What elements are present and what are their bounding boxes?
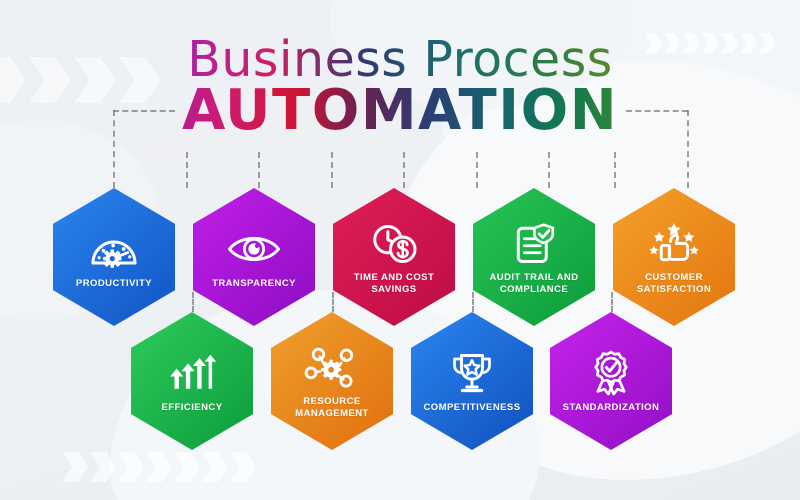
ascending-arrows-icon: [170, 354, 217, 389]
hexagon-resource-management[interactable]: RESOURCE MANAGEMENT: [271, 312, 393, 450]
hexagon-label: STANDARDIZATION: [562, 402, 660, 414]
hexagon-audit-trail-and-compliance[interactable]: AUDIT TRAIL AND COMPLIANCE: [473, 188, 595, 326]
chevron-icon: [62, 452, 88, 482]
chevron-decoration-left-bottom: [62, 452, 258, 482]
hexagon-label: TIME AND COST SAVINGS: [353, 272, 435, 295]
speedometer-gear-icon: [91, 240, 137, 269]
hexagon-productivity[interactable]: PRODUCTIVITY: [53, 188, 175, 326]
chevron-icon: [146, 452, 172, 482]
headline-line-2: AUTOMATION: [0, 82, 800, 140]
hexagon-standardization[interactable]: STANDARDIZATION: [550, 312, 672, 450]
hexagon-label: AUDIT TRAIL AND COMPLIANCE: [489, 272, 579, 295]
eye-icon: [228, 237, 280, 262]
chevron-icon: [118, 452, 144, 482]
chevron-icon: [174, 452, 200, 482]
hexagon-label: PRODUCTIVITY: [75, 278, 153, 290]
clock-coin-icon: [373, 225, 417, 263]
hexagon-label: EFFICIENCY: [161, 402, 223, 414]
hexagon-competitiveness[interactable]: COMPETITIVENESS: [411, 312, 533, 450]
chevron-icon: [202, 452, 228, 482]
headline: Business Process AUTOMATION: [0, 34, 800, 140]
hexagon-efficiency[interactable]: EFFICIENCY: [131, 312, 253, 450]
trophy-star-icon: [453, 354, 491, 393]
hexagon-label: RESOURCE MANAGEMENT: [295, 396, 369, 419]
hexagon-label: TRANSPARENCY: [212, 278, 296, 290]
chevron-icon: [230, 452, 256, 482]
chevron-icon: [90, 452, 116, 482]
hexagon-transparency[interactable]: TRANSPARENCY: [193, 188, 315, 326]
thumbs-up-stars-icon: [649, 223, 699, 262]
hexagon-label: CUSTOMER SATISFACTION: [636, 272, 712, 295]
document-shield-check-icon: [516, 223, 555, 263]
hexagon-customer-satisfaction[interactable]: CUSTOMER SATISFACTION: [613, 188, 735, 326]
hexagon-label: COMPETITIVENESS: [423, 402, 521, 414]
network-nodes-gear-icon: [304, 347, 354, 388]
hexagon-time-and-cost-savings[interactable]: TIME AND COST SAVINGS: [333, 188, 455, 326]
award-ribbon-check-icon: [594, 350, 628, 396]
